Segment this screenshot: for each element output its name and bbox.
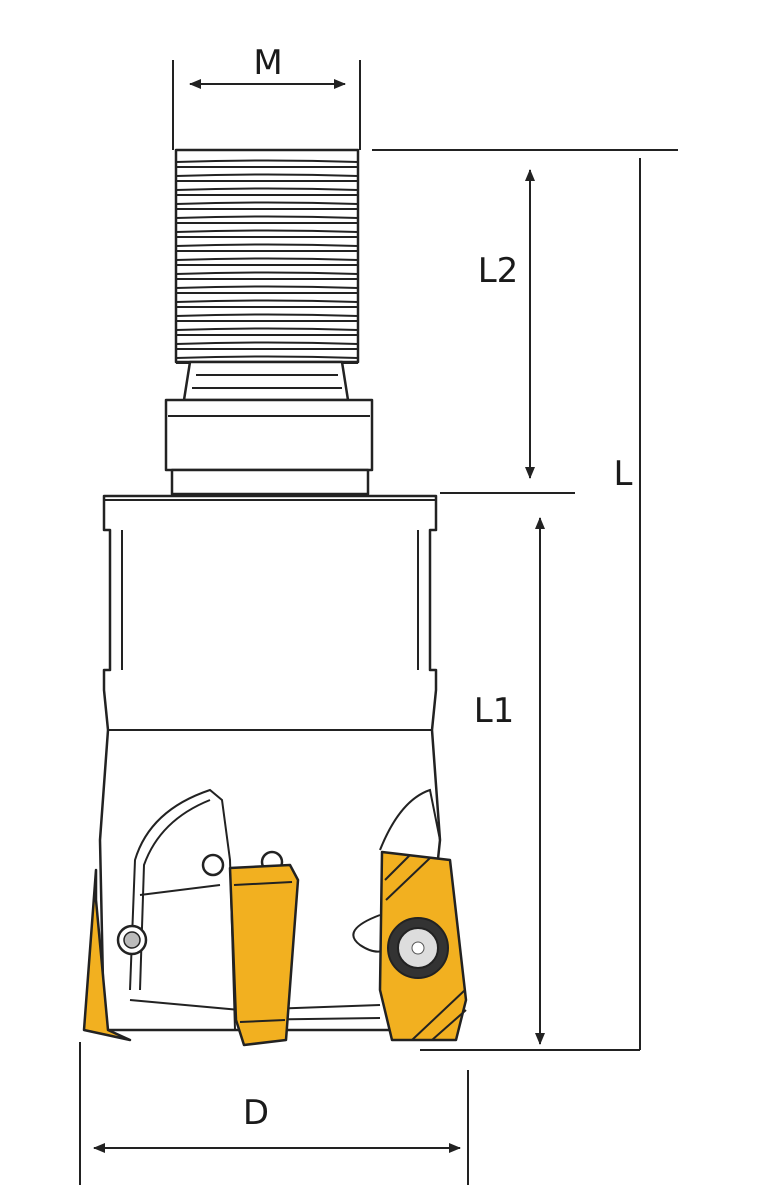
thread-ridge [175, 341, 359, 350]
dimension-label-d: D [243, 1093, 269, 1133]
thread-lines [175, 159, 359, 364]
thread-ridge [175, 159, 359, 168]
threaded-shank [174, 148, 360, 402]
thread-ridge [175, 271, 359, 280]
dimension-label-l2: L2 [478, 251, 519, 291]
thread-ridge [175, 257, 359, 266]
dimension-lines [79, 60, 678, 1185]
thread-ridge [175, 173, 359, 182]
thread-ridge [175, 285, 359, 294]
insert-left [82, 868, 132, 1042]
dimension-label-l: L [614, 454, 633, 494]
thread-ridge [175, 201, 359, 210]
thread-ridge [175, 313, 359, 322]
thread-ridge [175, 187, 359, 196]
collar [164, 398, 374, 496]
dimension-label-l1: L1 [474, 691, 515, 731]
cutter-body [98, 494, 442, 1032]
insert-center [228, 863, 300, 1047]
thread-ridge [175, 229, 359, 238]
thread-ridge [175, 299, 359, 308]
thread-ridge [175, 215, 359, 224]
thread-ridge [175, 243, 359, 252]
thread-ridge [175, 327, 359, 336]
dimension-label-m: M [253, 43, 282, 83]
inserts [82, 850, 468, 1047]
